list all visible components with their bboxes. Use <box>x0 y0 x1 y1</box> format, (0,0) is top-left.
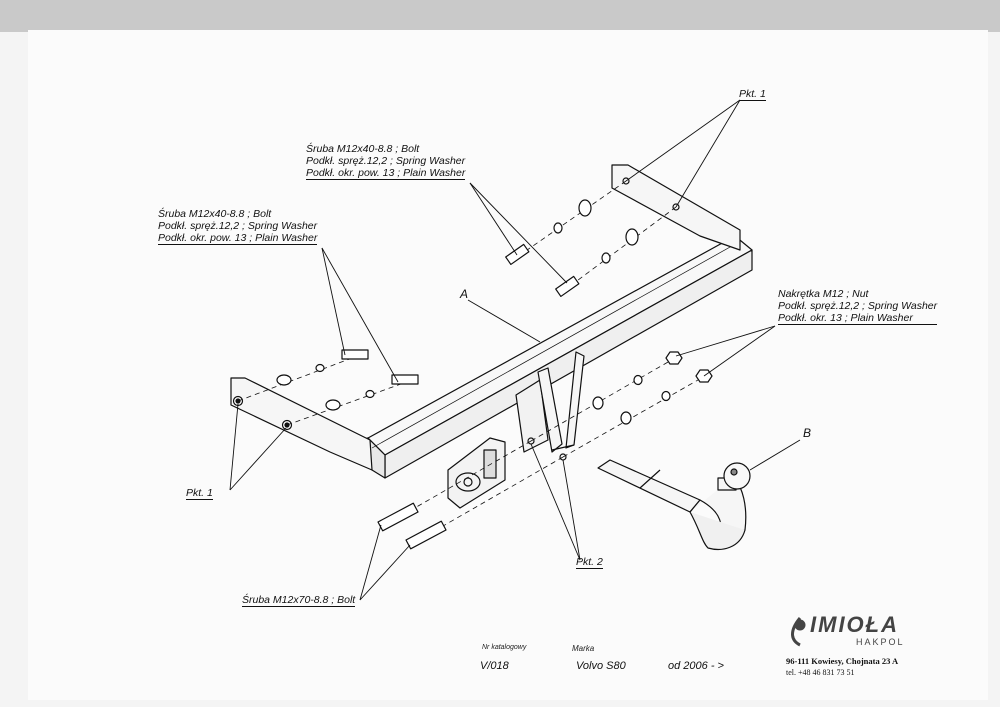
hook-logo-icon <box>791 617 806 647</box>
bottom-bolt-label: Śruba M12x70-8.8 ; Bolt <box>242 594 356 607</box>
bottom-bolt-set <box>377 502 447 550</box>
leader-lines <box>229 99 801 601</box>
company-phone: tel. +48 46 831 73 51 <box>786 668 855 677</box>
brand-label: Marka <box>572 644 595 653</box>
part-b-label: B <box>803 426 812 440</box>
year-from: od 2006 - > <box>668 660 724 672</box>
company-logo-sub: HAKPOL <box>856 637 905 647</box>
catalog-number-label: Nr katalogowy <box>482 644 527 651</box>
socket-plate <box>447 437 506 509</box>
company-logo: IMIOŁA <box>810 612 899 637</box>
pkt2-label: Pkt. 2 <box>576 556 603 569</box>
top-bolt-label: Śruba M12x40-8.8 ; Bolt Podkł. spręż.12,… <box>306 143 466 180</box>
tow-ball <box>597 459 751 551</box>
part-a-label: A <box>460 287 469 301</box>
socket-bracket <box>515 351 585 461</box>
pkt1-left-label: Pkt. 1 <box>186 487 213 500</box>
pkt1-top-label: Pkt. 1 <box>739 88 766 101</box>
company-address: 96-111 Kowiesy, Chojnata 23 A <box>786 656 899 666</box>
brand-value: Volvo S80 <box>576 660 626 672</box>
left-bracket <box>230 377 373 471</box>
nut-label: Nakrętka M12 ; Nut Podkł. spręż.12,2 ; S… <box>778 288 938 325</box>
top-bolt-set <box>505 199 639 298</box>
scan-border <box>0 0 1000 32</box>
left-bolt-set <box>276 349 419 411</box>
right-bracket <box>611 164 741 251</box>
catalog-number-value: V/018 <box>480 660 509 672</box>
right-nut-set <box>592 351 713 425</box>
left-bolt-label: Śruba M12x40-8.8 ; Bolt Podkł. spręż.12,… <box>158 208 318 245</box>
